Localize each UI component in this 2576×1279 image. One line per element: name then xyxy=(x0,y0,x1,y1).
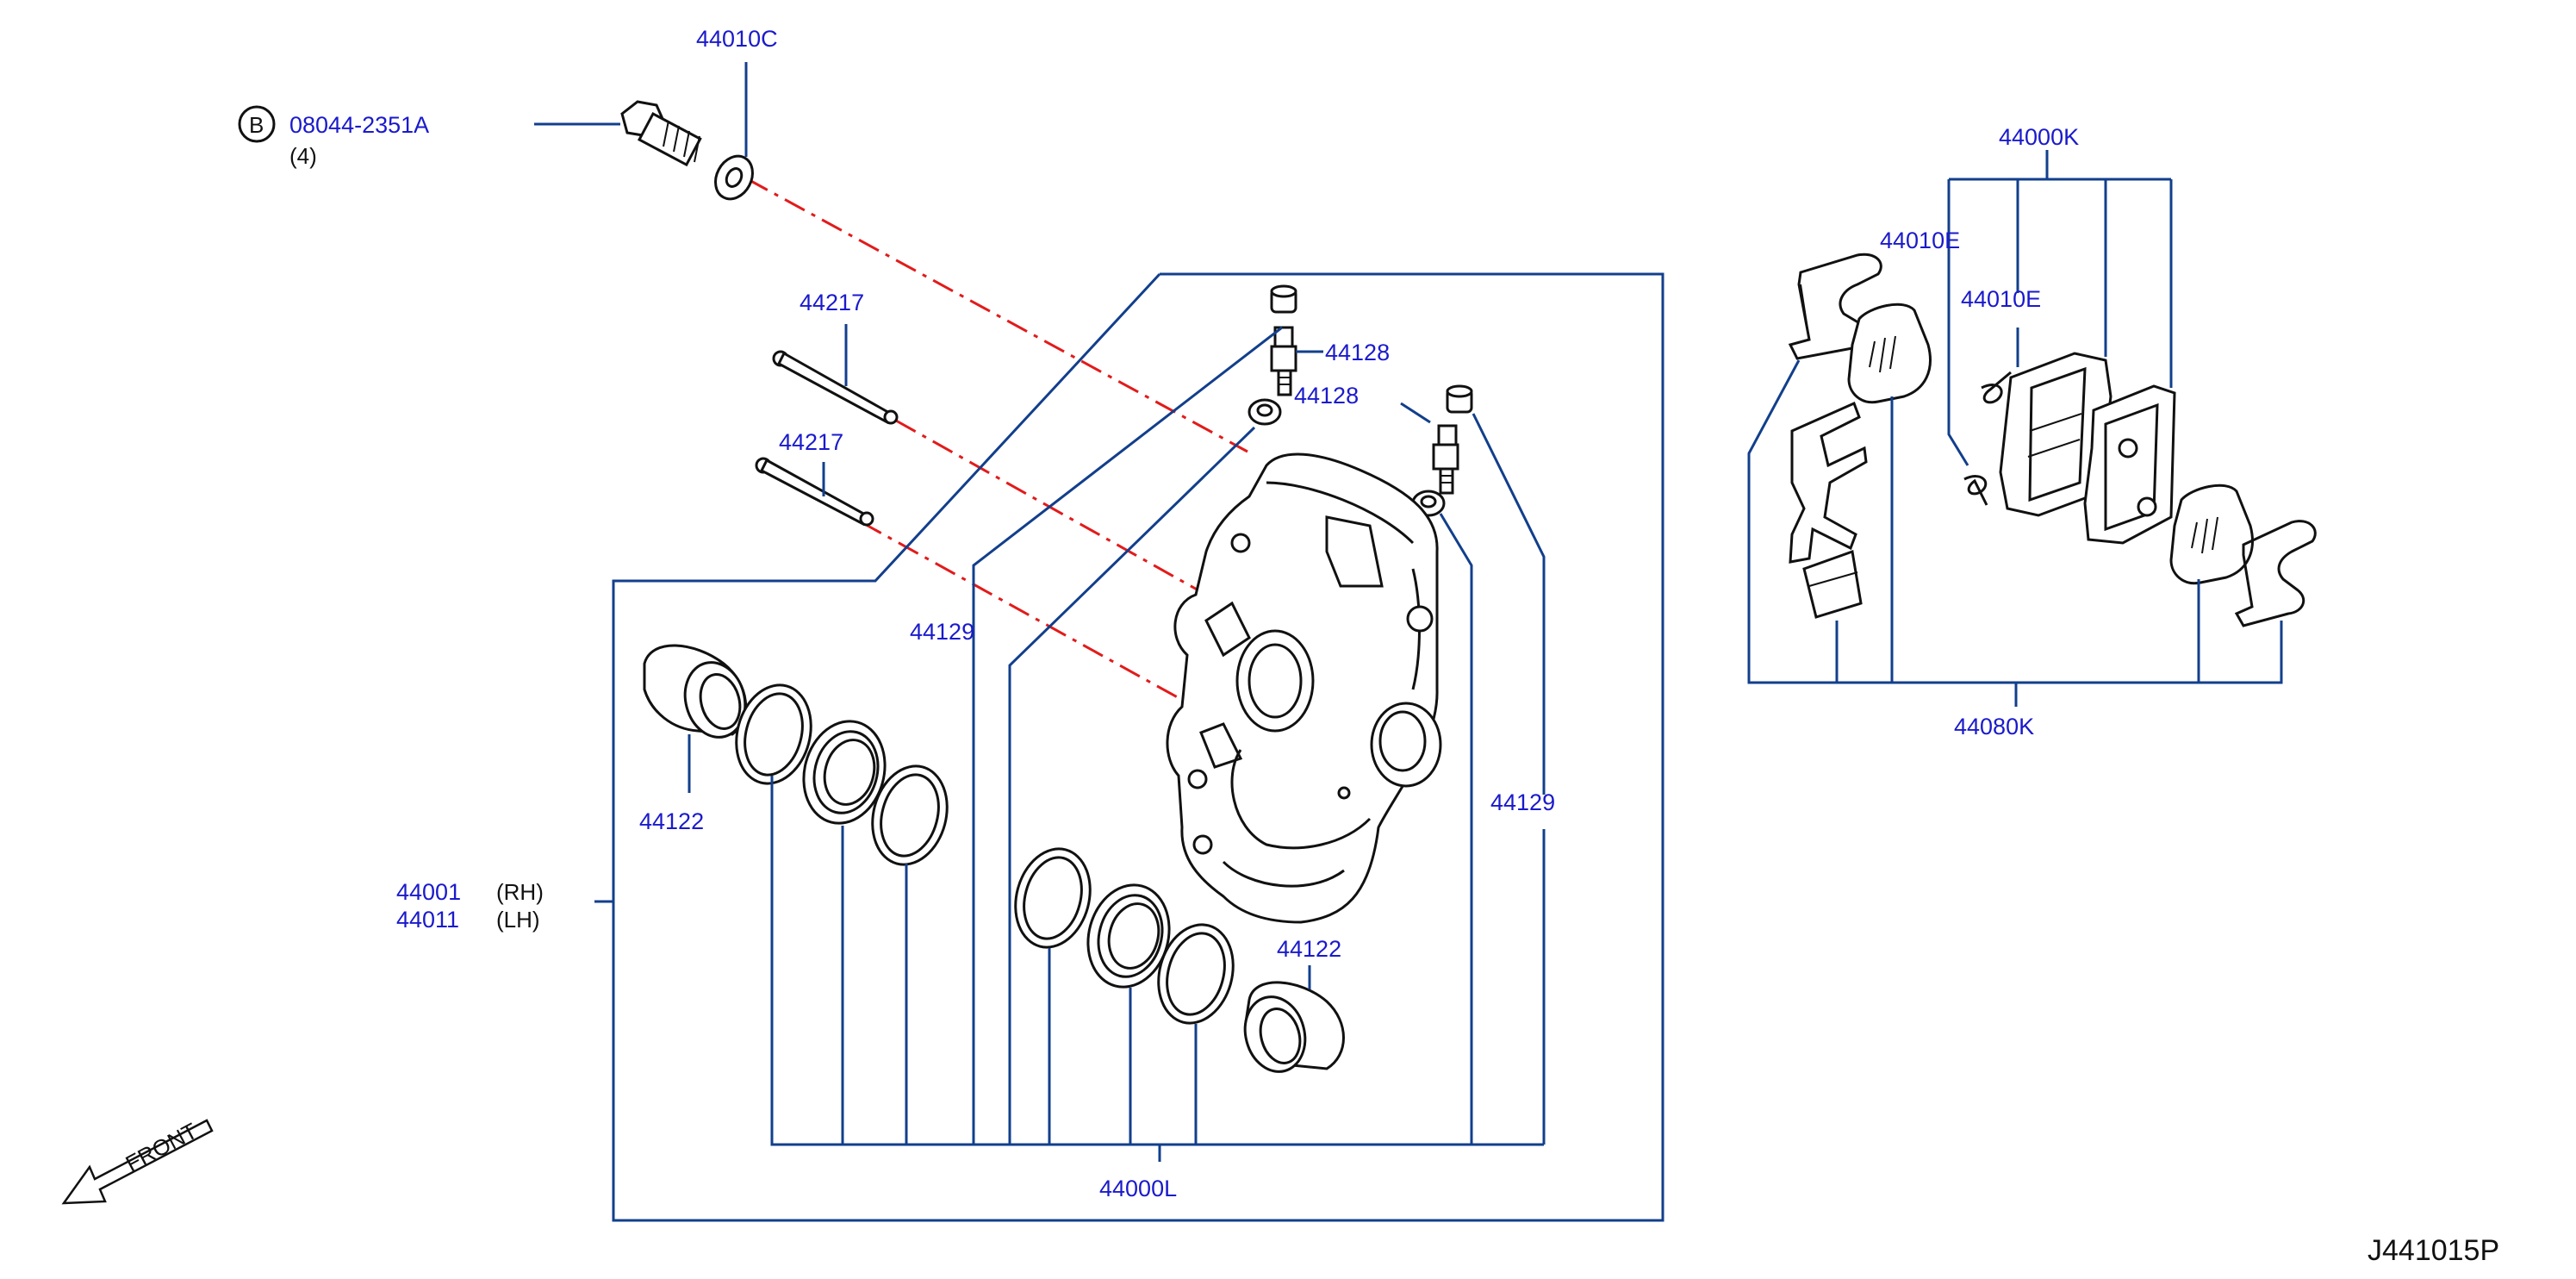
leader-lines xyxy=(534,62,2283,1222)
label-hardware-kit[interactable]: 44080K xyxy=(1954,714,2034,739)
pad-shim-right[interactable] xyxy=(2169,484,2254,585)
bleeder-cap-lower[interactable] xyxy=(1446,384,1473,414)
label-piston-left[interactable]: 44122 xyxy=(639,808,704,834)
seal-ring-left-1[interactable] xyxy=(725,677,821,792)
caliper-body[interactable] xyxy=(1166,452,1442,924)
pad-clip-right[interactable] xyxy=(2234,520,2317,627)
bleeder-seat-upper[interactable] xyxy=(1248,398,1282,426)
seal-ring-left-2[interactable] xyxy=(862,758,957,873)
label-pin-a[interactable]: 44217 xyxy=(800,290,864,315)
piston-right[interactable] xyxy=(1237,981,1345,1078)
label-caliper-rh-side: (RH) xyxy=(496,879,544,905)
brake-pad-inner[interactable] xyxy=(1999,352,2112,517)
label-pin-b[interactable]: 44217 xyxy=(779,429,843,455)
front-arrow-icon xyxy=(61,1119,214,1205)
guide-pin-upper[interactable] xyxy=(772,350,899,425)
dust-boot-right[interactable] xyxy=(1077,876,1180,996)
svg-text:B: B xyxy=(249,112,264,138)
bleeder-cap-upper[interactable] xyxy=(1270,284,1297,314)
label-caliper-lh[interactable]: 44011 xyxy=(396,907,459,933)
label-caliper-rh[interactable]: 44001 xyxy=(396,879,461,905)
label-seal-kit[interactable]: 44000L xyxy=(1099,1176,1177,1201)
diagram-reference-code: J441015P xyxy=(2368,1234,2499,1267)
label-shim-b[interactable]: 44010E xyxy=(1961,286,2041,312)
dust-boot-left[interactable] xyxy=(793,712,896,833)
label-piston-right[interactable]: 44122 xyxy=(1277,936,1341,962)
washer-44010C[interactable] xyxy=(708,150,760,206)
label-bleeder-b[interactable]: 44128 xyxy=(1294,383,1359,409)
bleeder-screw-lower[interactable] xyxy=(1432,424,1459,495)
bleeder-screw-upper[interactable] xyxy=(1270,326,1297,396)
abutment-clip-left[interactable] xyxy=(1789,401,1868,619)
seal-ring-right-1[interactable] xyxy=(1005,840,1100,956)
label-bleeder-a[interactable]: 44128 xyxy=(1325,340,1390,365)
label-bolt-part[interactable]: 08044-2351A xyxy=(289,112,429,138)
label-washer[interactable]: 44010C xyxy=(696,26,778,52)
label-front: FRONT xyxy=(121,1118,202,1177)
anti-rattle-spring-a[interactable] xyxy=(1981,371,2012,404)
piston-left[interactable] xyxy=(643,644,753,744)
label-caliper-lh-side: (LH) xyxy=(496,907,540,933)
label-bolt-qty: (4) xyxy=(289,143,317,169)
label-cap-right[interactable]: 44129 xyxy=(1490,789,1555,815)
bolt-08044-2351A[interactable] xyxy=(620,100,702,167)
pad-shim-left[interactable] xyxy=(1847,303,1932,404)
label-cap-left[interactable]: 44129 xyxy=(910,619,974,645)
brake-pad-outer[interactable] xyxy=(2083,384,2176,545)
label-pad-kit[interactable]: 44000K xyxy=(1999,124,2079,150)
guide-pin-lower[interactable] xyxy=(755,457,874,527)
anti-rattle-spring-b[interactable] xyxy=(1963,475,1988,506)
bolt-callout-icon: B xyxy=(238,105,276,143)
seal-ring-right-2[interactable] xyxy=(1148,916,1243,1032)
label-shim-a[interactable]: 44010E xyxy=(1880,228,1960,253)
